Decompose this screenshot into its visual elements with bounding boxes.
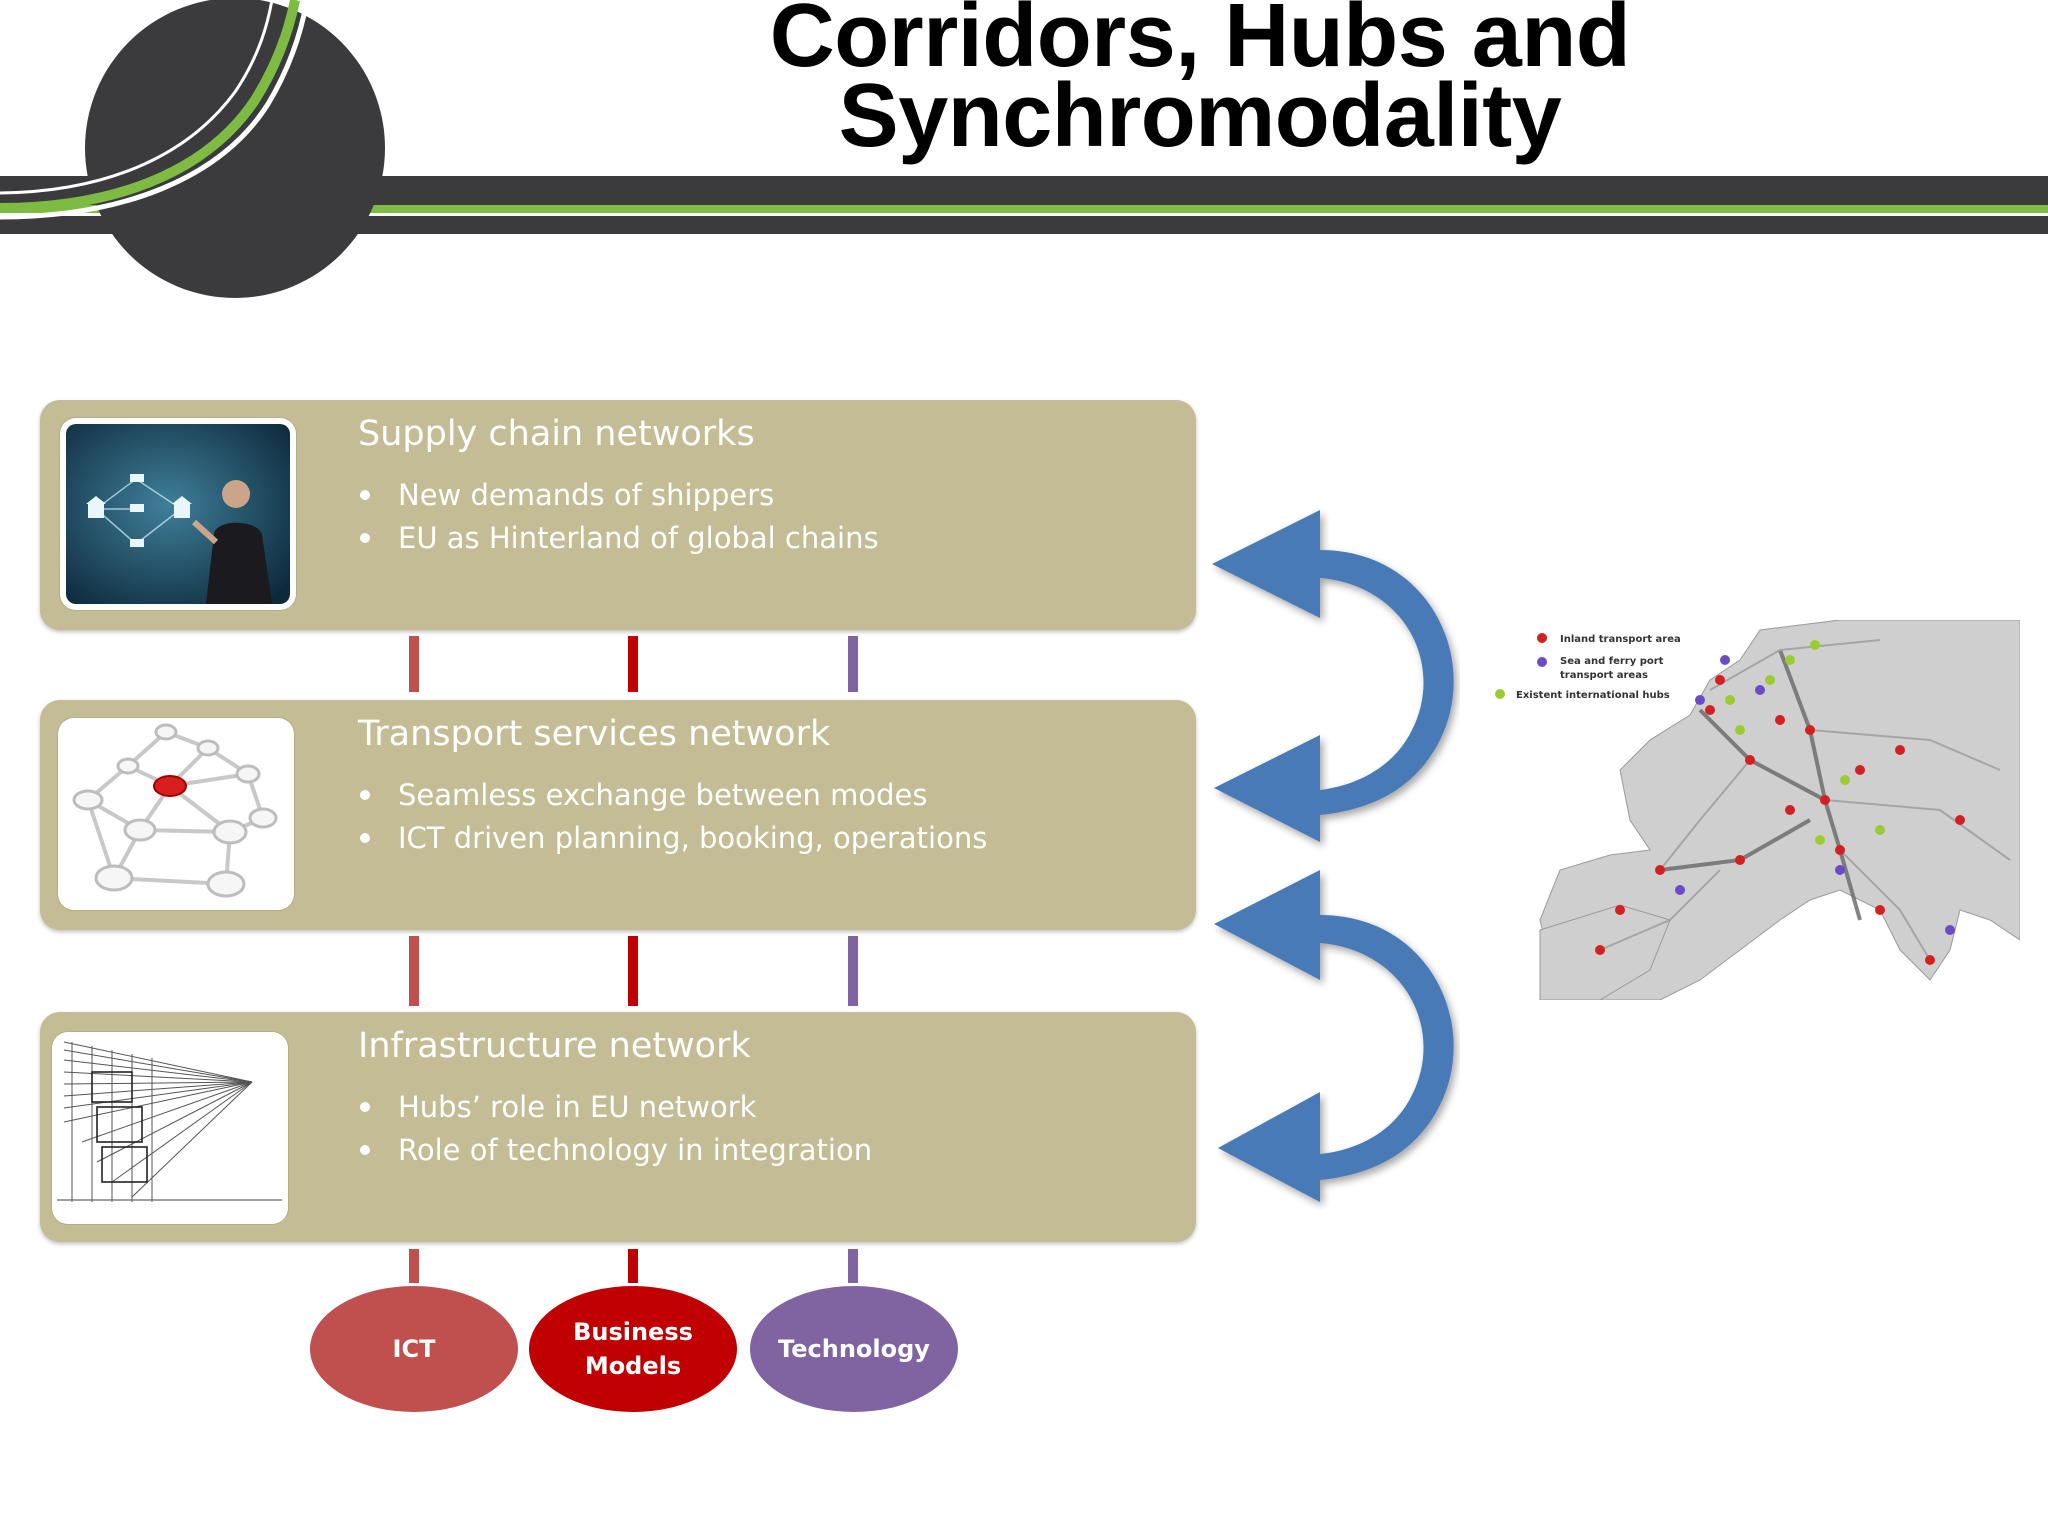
infrastructure-panel: Infrastructure network Hubs’ role in EU … xyxy=(40,1012,1196,1242)
double-arrow-upper xyxy=(1212,510,1454,842)
transport-services-bullets: Seamless exchange between modes ICT driv… xyxy=(358,774,987,860)
technology-label: Technology xyxy=(778,1335,930,1363)
ict-label: ICT xyxy=(392,1335,436,1363)
technology-connector xyxy=(848,936,858,1006)
bullet-text: Seamless exchange between modes xyxy=(398,778,928,812)
map-legend-port: Sea and ferry port xyxy=(1560,656,1664,667)
legend-dot-port xyxy=(1537,657,1547,667)
bullet-dot xyxy=(360,533,370,543)
map-legend-port-2: transport areas xyxy=(1560,670,1648,681)
map-legend-inland: Inland transport area xyxy=(1560,634,1681,645)
map-legend-hubs: Existent international hubs xyxy=(1516,690,1670,701)
network-graph-graphic xyxy=(72,723,278,898)
ict-oval: ICT xyxy=(310,1286,518,1412)
ict-connector xyxy=(409,636,419,692)
arrow-head-down xyxy=(1218,1092,1320,1202)
bullet-dot xyxy=(360,1145,370,1155)
ict-connector xyxy=(409,936,419,1006)
europe-map: Inland transport area Sea and ferry port… xyxy=(1480,619,2021,1001)
page-title: Corridors, Hubs and Synchromodality xyxy=(660,0,1740,166)
supply-chain-panel: Supply chain networks New demands of shi… xyxy=(40,400,1196,630)
supply-chain-photo-graphic xyxy=(66,424,290,604)
business-models-oval: Business Models xyxy=(529,1286,737,1412)
header-logo-graphic xyxy=(0,0,2048,298)
technology-oval: Technology xyxy=(750,1286,958,1412)
bullet-item: Role of technology in integration xyxy=(358,1129,872,1172)
header-band-green-stripe xyxy=(0,205,2048,213)
ict-connector xyxy=(409,1249,419,1283)
network-highlight-node xyxy=(153,775,187,797)
bullet-text: Hubs’ role in EU network xyxy=(398,1090,757,1124)
infrastructure-panel-title: Infrastructure network xyxy=(358,1026,751,1066)
bullet-item: New demands of shippers xyxy=(358,474,879,517)
arrow-head-up xyxy=(1212,510,1320,618)
bullet-item: ICT driven planning, booking, operations xyxy=(358,817,987,860)
bullet-dot xyxy=(360,790,370,800)
business-models-connector xyxy=(628,636,638,692)
supply-chain-bullets: New demands of shippers EU as Hinterland… xyxy=(358,474,879,560)
double-arrow-lower xyxy=(1214,870,1454,1202)
supply-chain-panel-title: Supply chain networks xyxy=(358,414,755,454)
business-models-connector xyxy=(628,936,638,1006)
europe-map-graphic: Inland transport area Sea and ferry port… xyxy=(1495,619,2021,1001)
map-legend: Inland transport area Sea and ferry port… xyxy=(1495,633,1681,701)
bullet-item: Hubs’ role in EU network xyxy=(358,1086,872,1129)
bullet-text: EU as Hinterland of global chains xyxy=(398,521,879,555)
bullet-text: New demands of shippers xyxy=(398,478,775,512)
transport-services-panel: Transport services network Seamless exch… xyxy=(40,700,1196,930)
legend-dot-inland xyxy=(1537,633,1547,643)
bullet-text: ICT driven planning, booking, operations xyxy=(398,821,988,855)
bullet-item: EU as Hinterland of global chains xyxy=(358,517,879,560)
curved-arrows xyxy=(1212,510,1454,1202)
bullet-dot xyxy=(360,833,370,843)
bullet-dot xyxy=(360,1102,370,1112)
logo-circle xyxy=(85,0,385,298)
title-line-2: Synchromodality xyxy=(838,66,1562,166)
arrow-head-up xyxy=(1214,870,1320,980)
bullet-dot xyxy=(360,490,370,500)
arrow-head-down xyxy=(1214,735,1320,842)
network-graph-image xyxy=(58,718,294,910)
transport-services-panel-title: Transport services network xyxy=(358,714,831,754)
map-points xyxy=(1595,640,1965,965)
bullet-text: Role of technology in integration xyxy=(398,1133,873,1167)
perspective-drawing-graphic xyxy=(57,1041,282,1202)
infrastructure-bullets: Hubs’ role in EU network Role of technol… xyxy=(358,1086,872,1172)
technology-connector xyxy=(848,1249,858,1283)
title-line-1: Corridors, Hubs and xyxy=(769,0,1631,86)
supply-chain-photo xyxy=(60,418,296,610)
bullet-item: Seamless exchange between modes xyxy=(358,774,987,817)
perspective-drawing-image xyxy=(52,1032,288,1224)
business-models-label: Business Models xyxy=(573,1318,693,1380)
legend-dot-hubs xyxy=(1495,689,1505,699)
business-models-connector xyxy=(628,1249,638,1283)
technology-connector xyxy=(848,636,858,692)
